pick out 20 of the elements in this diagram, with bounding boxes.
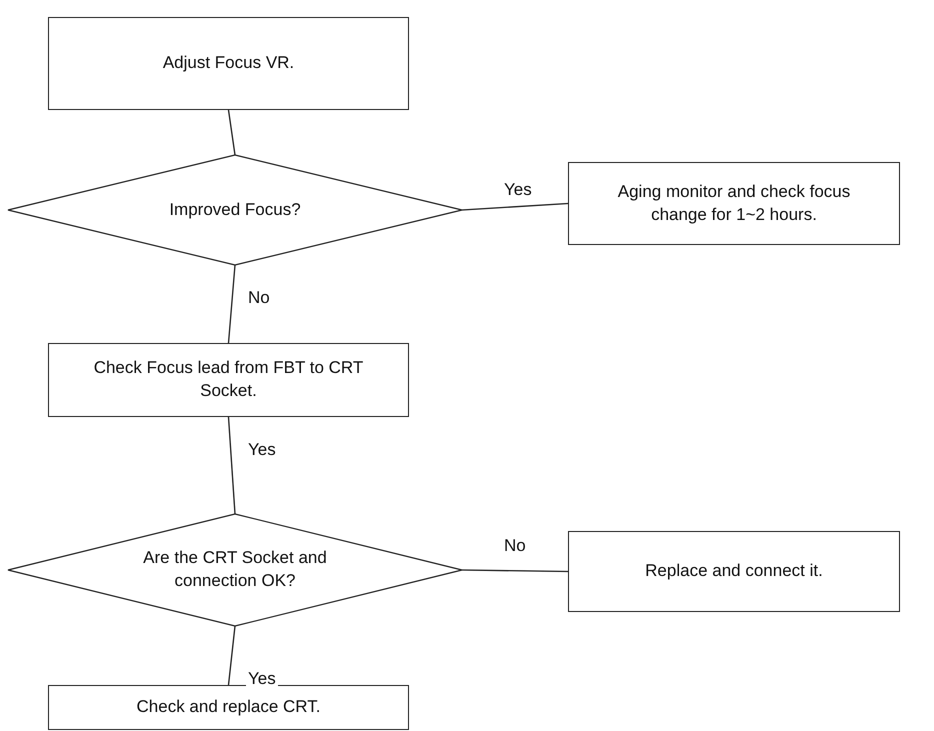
connector-line — [462, 569, 568, 572]
connector-line — [228, 110, 236, 156]
decision-diamond — [8, 514, 462, 626]
process-box — [568, 531, 900, 612]
node-text: Replace and connect it. — [645, 560, 823, 582]
node-text: Improved Focus? — [169, 198, 301, 221]
node-text: Adjust Focus VR. — [162, 52, 294, 74]
process-box — [568, 162, 900, 245]
node-text: Check Focus lead from FBT to CRT Socket. — [92, 357, 364, 402]
decision-diamond — [8, 155, 462, 265]
node-text: Aging monitor and check focus change for 1~2 hours. — [616, 180, 852, 226]
node-text: Check and replace CRT. — [136, 696, 320, 718]
process-box — [48, 17, 409, 110]
connector-line — [228, 416, 236, 514]
process-box — [48, 343, 409, 417]
connector-line — [228, 264, 236, 344]
connector-line — [228, 626, 236, 686]
connector-line — [462, 202, 568, 211]
node-text: Are the CRT Socket and connection OK? — [142, 547, 328, 592]
process-box — [48, 685, 409, 730]
